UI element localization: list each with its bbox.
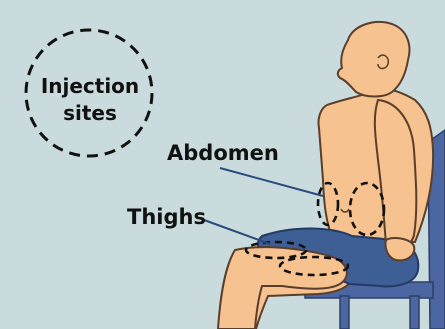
legend-title: Injection sites (34, 73, 146, 127)
hand (385, 238, 414, 260)
abdomen-label: Abdomen (167, 140, 279, 166)
chair-leg-back (410, 296, 419, 329)
thighs-label: Thighs (127, 204, 206, 230)
chair-leg-front (340, 296, 349, 329)
